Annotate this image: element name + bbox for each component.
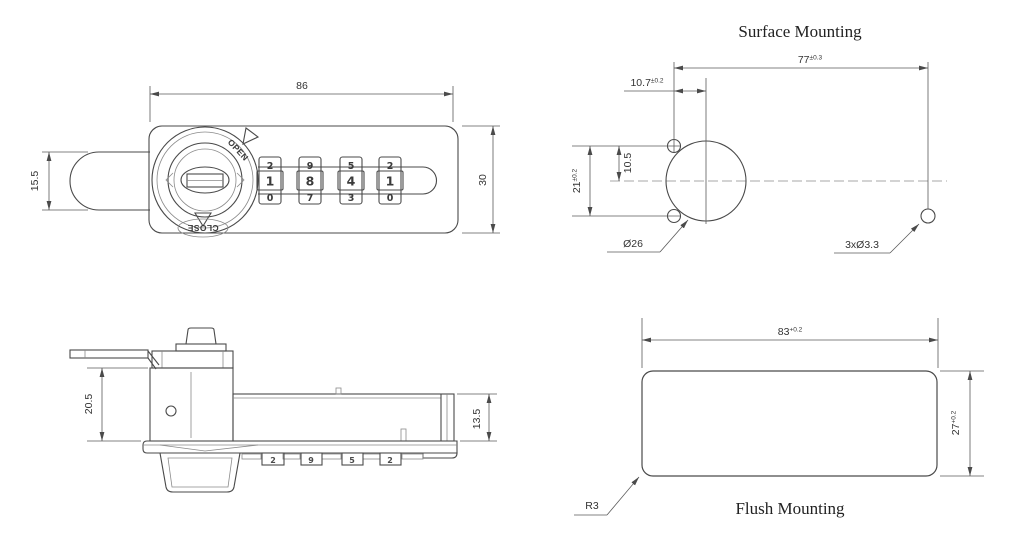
open-pointer-icon — [242, 127, 260, 145]
cylinder-cap — [175, 327, 227, 352]
label-r3: R3 — [585, 500, 599, 512]
dimension-cutout-height: 27+0.2 — [940, 370, 984, 477]
dimension-body-width: 86 — [149, 80, 454, 122]
dim-27-label: 27+0.2 — [950, 410, 962, 435]
base-plate — [142, 440, 458, 459]
edge-digit-3: 5 — [349, 456, 355, 465]
dimension-screw-spacing: 21±0.2 — [571, 145, 680, 217]
flush-mounting-drawing: 83+0.2 27+0.2 R3 Flush Mounting — [574, 318, 984, 518]
combination-dial-3: 5 4 3 — [337, 156, 365, 205]
dial1-mid-digit: 1 — [266, 174, 275, 189]
rotary-knob: OPEN CLOSE — [151, 126, 260, 238]
lock-body — [148, 125, 459, 234]
dim-10-5-label: 10.5 — [622, 153, 634, 174]
dimension-body-depth: 13.5 — [457, 393, 497, 442]
surface-mounting-title: Surface Mounting — [738, 22, 862, 41]
dial2-top-digit: 9 — [307, 161, 314, 172]
dial4-bottom-digit: 0 — [387, 193, 394, 204]
dim-13-5-label: 13.5 — [471, 409, 483, 430]
label-diameter-26: Ø26 — [623, 238, 643, 250]
screw-holes-callout: 3xØ3.3 — [834, 223, 920, 254]
edge-digit-4: 2 — [387, 456, 393, 465]
dim-77-label: 77±0.3 — [798, 54, 823, 66]
drill-pattern — [610, 78, 947, 224]
combination-dial-1: 2 1 0 — [256, 156, 284, 205]
side-view-drawing: 2 9 5 2 20.5 13.5 — [69, 327, 497, 493]
dim-10-7-label: 10.7±0.2 — [630, 77, 663, 89]
flush-mounting-title: Flush Mounting — [735, 499, 845, 518]
dimension-hole-offset: 10.7±0.2 — [624, 77, 706, 94]
dial2-bottom-digit: 7 — [307, 193, 314, 204]
dial4-mid-digit: 1 — [386, 174, 395, 189]
dial4-top-digit: 2 — [387, 161, 394, 172]
corner-radius-callout: R3 — [574, 476, 640, 516]
combination-dial-4: 2 1 0 — [376, 156, 404, 205]
dial3-bottom-digit: 3 — [348, 193, 355, 204]
dial2-mid-digit: 8 — [306, 174, 315, 189]
dimension-body-height: 30 — [462, 125, 500, 234]
dim-21-label: 21±0.2 — [571, 168, 583, 193]
lock-body-side — [232, 387, 455, 442]
dimension-screw-to-center: 10.5 — [616, 146, 634, 181]
knob-open-label: OPEN — [226, 137, 251, 163]
dim-30-label: 30 — [477, 174, 489, 186]
front-view-drawing: OPEN CLOSE 2 1 0 9 8 7 5 4 3 — [29, 80, 500, 238]
cutout-rectangle — [641, 370, 938, 477]
dimension-latch-height: 15.5 — [29, 151, 88, 211]
label-3x-diameter-3-3: 3xØ3.3 — [845, 239, 879, 251]
dimension-front-height: 20.5 — [83, 367, 148, 442]
cam-lever — [69, 349, 160, 370]
latch-tongue — [69, 151, 150, 211]
dial3-mid-digit: 4 — [347, 174, 356, 189]
dimension-hole-span: 77±0.3 — [673, 54, 929, 209]
dial-axle — [258, 166, 438, 195]
lock-housing-side — [149, 350, 234, 442]
edge-digit-2: 9 — [308, 456, 314, 465]
edge-digit-1: 2 — [270, 456, 276, 465]
main-hole-callout: Ø26 — [607, 219, 689, 253]
dimension-cutout-width: 83+0.2 — [641, 318, 939, 368]
surface-mounting-drawing: Surface Mounting 77±0.3 10.7±0.2 — [571, 22, 947, 254]
screw-hole-right — [920, 208, 936, 224]
dim-86-label: 86 — [296, 80, 308, 92]
dim-20-5-label: 20.5 — [83, 394, 95, 415]
dial3-top-digit: 5 — [348, 161, 355, 172]
combination-dial-2: 9 8 7 — [296, 156, 324, 205]
dial-edges: 2 9 5 2 — [241, 452, 424, 466]
lower-housing — [159, 452, 241, 493]
dial1-top-digit: 2 — [267, 161, 274, 172]
dial1-bottom-digit: 0 — [267, 193, 274, 204]
dim-15-5-label: 15.5 — [29, 171, 41, 192]
knob-close-label: CLOSE — [187, 223, 218, 233]
dim-83-label: 83+0.2 — [778, 326, 803, 338]
